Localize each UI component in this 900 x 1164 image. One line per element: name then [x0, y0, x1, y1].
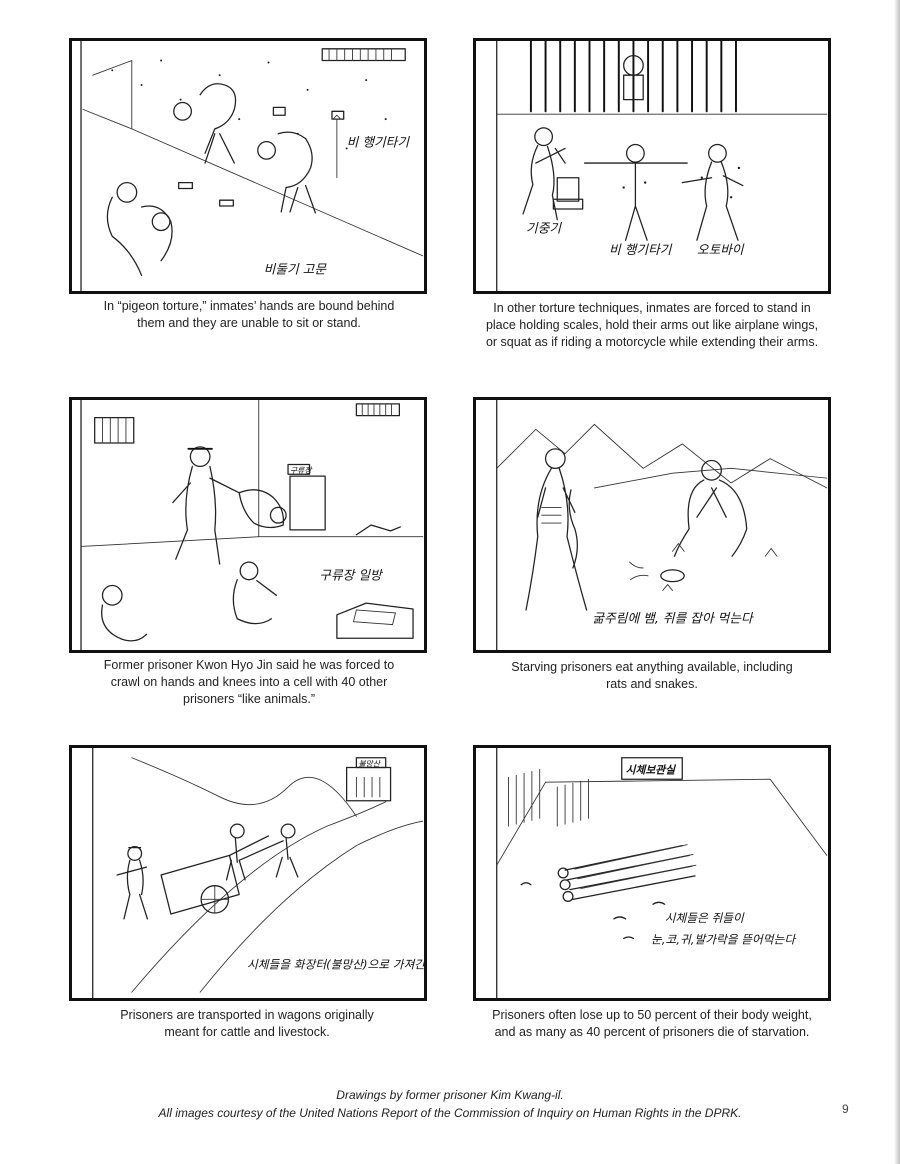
- image-credits: Drawings by former prisoner Kim Kwang-il…: [0, 1086, 900, 1122]
- caption-crawl-into-cell: Former prisoner Kwon Hyo Jin said he was…: [103, 658, 395, 706]
- caption-morgue: Prisoners often lose up to 50 percent of…: [492, 1008, 812, 1039]
- sketch-pigeon-torture: 비 행기타기 비둘기 고문: [80, 41, 424, 291]
- label-motorcycle: 오토바이: [697, 242, 745, 257]
- label-airplane: 비 행기타기: [609, 242, 673, 257]
- drawing-pigeon-torture: 비 행기타기 비둘기 고문: [69, 38, 427, 294]
- label-cell-sign: 구류장: [290, 466, 313, 475]
- caption-transport-wagon: Prisoners are transported in wagons orig…: [120, 1008, 374, 1039]
- label-pigeon-torture: 비둘기 고문: [264, 261, 328, 276]
- label-morgue-sign: 시체보관실: [626, 763, 677, 776]
- label-starving: 굶주림에 뱀, 쥐를 잡아 먹는다: [592, 611, 754, 626]
- label-rats-eat: 눈,코,귀,발가락을 뜯어먹는다: [651, 932, 796, 946]
- label-transport: 시체들을 화장터(불망산)으로 가져간다: [247, 958, 424, 972]
- drawing-starving-prisoners: 굶주림에 뱀, 쥐를 잡아 먹는다: [473, 397, 831, 653]
- drawing-crawl-into-cell: 구류장 구류장 일방: [69, 397, 427, 653]
- credit-artist: Drawings by former prisoner Kim Kwang-il…: [336, 1088, 564, 1102]
- label-detention-cell: 구류장 일방: [319, 568, 384, 583]
- label-scales: 기중기: [526, 220, 562, 235]
- drawing-morgue: 시체보관실 시체들은 쥐들이 눈,코,귀,발가락을 뜯어먹는다: [473, 745, 831, 1001]
- sketch-transport-wagon: 불망산 시체들을 화장터(불망산)으로 가져간다: [92, 748, 424, 998]
- sketch-crawl-into-cell: 구류장 구류장 일방: [80, 400, 424, 650]
- caption-starving-prisoners: Starving prisoners eat anything availabl…: [511, 660, 793, 691]
- credit-source: All images courtesy of the United Nation…: [158, 1106, 742, 1120]
- label-crematorium-sign: 불망산: [358, 760, 380, 769]
- label-height: 비 행기타기: [347, 134, 411, 149]
- label-rats: 시체들은 쥐들이: [665, 911, 745, 925]
- drawing-stress-positions: 기중기 비 행기타기 오토바이: [473, 38, 831, 294]
- caption-pigeon-torture: In “pigeon torture,” inmates’ hands are …: [103, 299, 395, 330]
- drawing-transport-wagon: 불망산 시체들을 화장터(불망산)으로 가져간다: [69, 745, 427, 1001]
- page-edge: [894, 0, 900, 1164]
- sketch-stress-positions: 기중기 비 행기타기 오토바이: [496, 41, 828, 291]
- sketch-morgue: 시체보관실 시체들은 쥐들이 눈,코,귀,발가락을 뜯어먹는다: [496, 748, 828, 998]
- page-number: 9: [842, 1102, 849, 1116]
- caption-stress-positions: In other torture techniques, inmates are…: [485, 301, 819, 349]
- sketch-starving-prisoners: 굶주림에 뱀, 쥐를 잡아 먹는다: [496, 400, 828, 650]
